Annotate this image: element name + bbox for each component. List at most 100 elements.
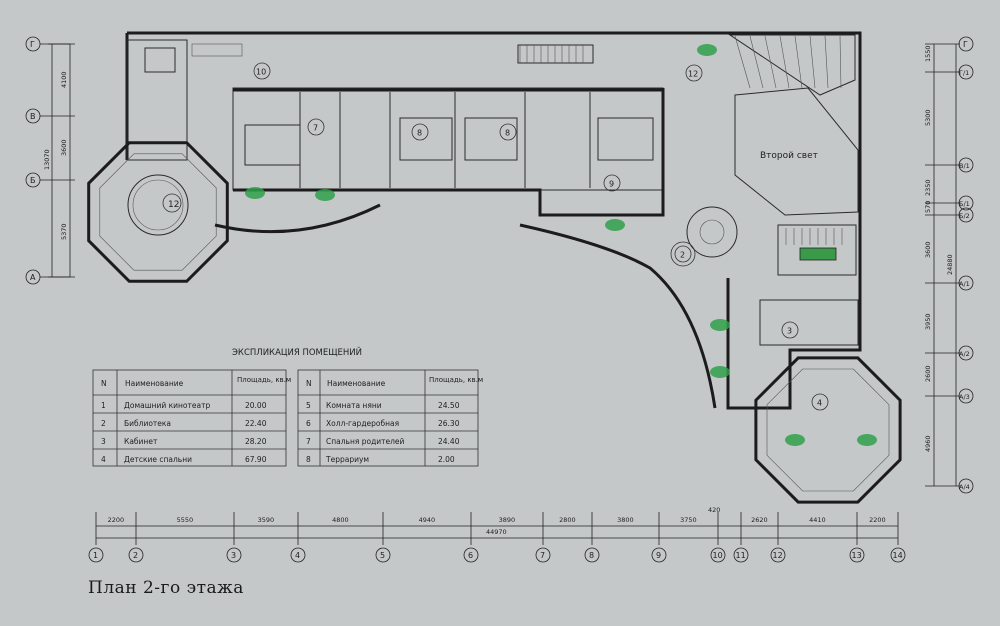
table-cell-name: Библиотека bbox=[124, 419, 171, 428]
dim-right-2: 5300 bbox=[924, 109, 932, 126]
dim-right-9: 4960 bbox=[924, 435, 932, 452]
dim-left-4: 5370 bbox=[60, 223, 68, 240]
room-number-11: 12 bbox=[168, 200, 179, 210]
dim-right-8: 2600 bbox=[924, 365, 932, 382]
axis-right-7: А/2 bbox=[959, 350, 970, 358]
table-cell-area: 67.90 bbox=[245, 455, 267, 464]
dim-left-2: 3600 bbox=[60, 139, 68, 156]
axis-right-9: А/4 bbox=[959, 483, 970, 491]
dim-right-3: 2350 bbox=[924, 179, 932, 196]
table-cell-n: 4 bbox=[101, 455, 106, 464]
table-cell-area: 26.30 bbox=[438, 419, 460, 428]
axis-bottom-4: 4 bbox=[295, 551, 300, 560]
table-cell-name: Террариум bbox=[325, 455, 369, 464]
axis-bottom-2: 2 bbox=[133, 551, 138, 560]
axis-bottom-5: 5 bbox=[380, 551, 385, 560]
table-header-area-text-2: Площадь, кв.м bbox=[429, 376, 483, 384]
page-title: План 2-го этажа bbox=[88, 578, 244, 598]
axis-left-4: А bbox=[30, 273, 36, 282]
table-cell-name: Холл-гардеробная bbox=[326, 419, 399, 428]
table-header-area-2: Площадь, кв.м bbox=[429, 376, 483, 384]
table-cell-n: 7 bbox=[306, 437, 311, 446]
axis-bottom-13: 13 bbox=[852, 551, 862, 560]
dim-right-4: 570 bbox=[924, 201, 932, 213]
table-header-n-2: N bbox=[306, 379, 312, 388]
axis-bottom-1: 1 bbox=[93, 551, 98, 560]
axis-bottom-7: 7 bbox=[540, 551, 545, 560]
axis-bottom-12: 12 bbox=[773, 551, 783, 560]
axis-right-4: Б/1 bbox=[959, 200, 970, 208]
dim-bottom-13: 2200 bbox=[869, 516, 886, 524]
table-cell-area: 2.00 bbox=[438, 455, 455, 464]
room-number-8: 8 bbox=[505, 129, 510, 138]
table-header-area: Площадь, кв.м bbox=[237, 376, 291, 384]
table-cell-area: 24.40 bbox=[438, 437, 460, 446]
axis-bottom-11: 11 bbox=[736, 551, 746, 560]
axis-bottom-9: 9 bbox=[656, 551, 661, 560]
table-cell-n: 8 bbox=[306, 455, 311, 464]
dim-bottom-2: 5550 bbox=[177, 516, 194, 524]
axis-left-1: Г bbox=[30, 40, 35, 49]
dim-bottom-5: 4940 bbox=[419, 516, 436, 524]
dim-bottom-12: 4410 bbox=[809, 516, 826, 524]
dim-right-6: 3600 bbox=[924, 241, 932, 258]
table-cell-area: 24.50 bbox=[438, 401, 460, 410]
table-cell-name: Домашний кинотеатр bbox=[124, 401, 210, 410]
dim-right-5: 24880 bbox=[946, 254, 954, 275]
table-header-n: N bbox=[101, 379, 107, 388]
room-number-7: 7 bbox=[313, 124, 318, 133]
axis-left-3: Б bbox=[30, 176, 36, 185]
room-number-2: 2 bbox=[680, 251, 685, 260]
axis-left-2: В bbox=[30, 112, 36, 121]
table-cell-n: 5 bbox=[306, 401, 311, 410]
dim-right-7: 3950 bbox=[924, 313, 932, 330]
room-number-4: 4 bbox=[817, 399, 822, 408]
dim-bottom-1: 2200 bbox=[108, 516, 125, 524]
dim-bottom-9: 3750 bbox=[680, 516, 697, 524]
axis-right-8: А/3 bbox=[959, 393, 970, 401]
dim-bottom-6: 3890 bbox=[499, 516, 516, 524]
room-number-12: 12 bbox=[688, 70, 698, 79]
axis-bottom-3: 3 bbox=[231, 551, 236, 560]
dim-bottom-4: 4800 bbox=[332, 516, 349, 524]
room-number-8: 8 bbox=[417, 129, 422, 138]
dim-right-1: 1550 bbox=[924, 45, 932, 62]
table-header-area-text: Площадь, кв.м bbox=[237, 376, 291, 384]
axis-right-1: Г bbox=[963, 40, 968, 49]
dim-bottom-7: 2800 bbox=[559, 516, 576, 524]
explication-table-right bbox=[297, 369, 479, 467]
table-cell-n: 3 bbox=[101, 437, 106, 446]
explication-heading: ЭКСПЛИКАЦИЯ ПОМЕЩЕНИЙ bbox=[232, 346, 362, 358]
table-cell-area: 20.00 bbox=[245, 401, 267, 410]
table-cell-area: 28.20 bbox=[245, 437, 267, 446]
table-cell-n: 1 bbox=[101, 401, 106, 410]
explication-table-left bbox=[92, 369, 287, 467]
axis-right-2: Г/1 bbox=[959, 69, 969, 77]
table-header-name: Наименование bbox=[125, 379, 184, 388]
axis-right-6: А/1 bbox=[959, 280, 970, 288]
dim-left-1: 4100 bbox=[60, 71, 68, 88]
axis-right-3: В/1 bbox=[959, 162, 970, 170]
table-cell-area: 22.40 bbox=[245, 419, 267, 428]
room-number-10: 10 bbox=[256, 68, 266, 77]
room-number-9: 9 bbox=[609, 180, 614, 189]
room-label-second-light: Второй свет bbox=[760, 151, 818, 161]
table-header-name-2: Наименование bbox=[327, 379, 386, 388]
axis-right-5: Б/2 bbox=[959, 212, 970, 220]
axis-bottom-14: 14 bbox=[893, 551, 903, 560]
dim-left-3: 13070 bbox=[43, 149, 51, 170]
dim-bottom-3: 3590 bbox=[258, 516, 275, 524]
table-cell-name: Спальня родителей bbox=[326, 437, 405, 446]
dim-bottom-total: 44970 bbox=[486, 528, 507, 536]
table-cell-name: Кабинет bbox=[124, 437, 158, 446]
table-cell-n: 2 bbox=[101, 419, 106, 428]
axis-bottom-8: 8 bbox=[589, 551, 594, 560]
axis-bottom-10: 10 bbox=[713, 551, 723, 560]
dim-bottom-11: 2620 bbox=[751, 516, 768, 524]
dim-bottom-8: 3800 bbox=[617, 516, 634, 524]
axis-bottom-6: 6 bbox=[468, 551, 473, 560]
table-cell-name: Комната няни bbox=[326, 401, 382, 410]
dim-bottom-10: 420 bbox=[708, 506, 720, 514]
